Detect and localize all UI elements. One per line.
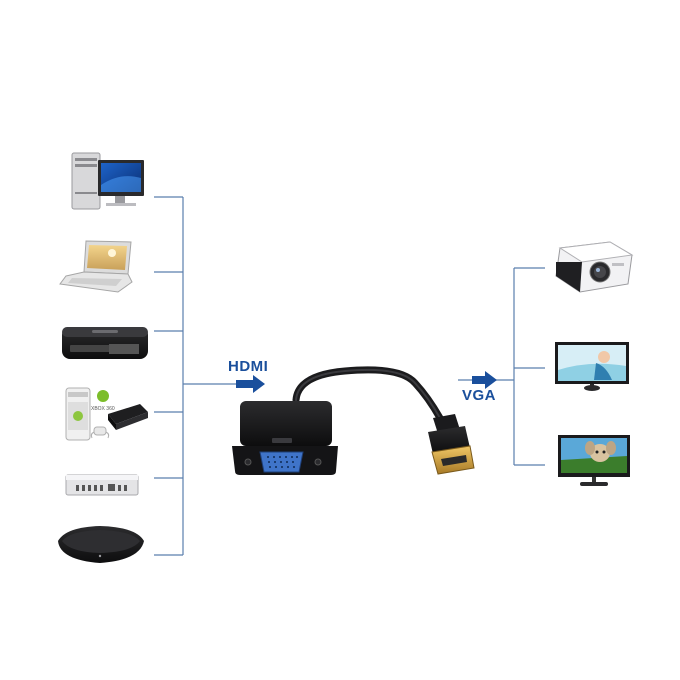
projector-icon xyxy=(555,241,634,293)
mac-mini-icon xyxy=(65,474,139,496)
xbox-360-ps3-console-icon: XBOX 360 xyxy=(65,387,148,441)
hdmi-label: HDMI xyxy=(228,358,269,375)
vga-label: VGA xyxy=(462,387,497,404)
apple-tv-icon xyxy=(62,327,148,359)
vga-arrow-icon xyxy=(472,371,497,389)
xbox-360-text: XBOX 360 xyxy=(91,406,115,412)
desktop-computer-icon xyxy=(71,152,144,210)
hdmi-arrow-icon xyxy=(236,375,265,393)
output-connector-lines xyxy=(458,267,545,466)
hdmi-to-vga-adapter-icon xyxy=(232,366,475,475)
laptop-icon xyxy=(59,240,133,293)
set-top-box-icon xyxy=(58,526,144,563)
lcd-monitor-icon xyxy=(555,342,629,391)
source-connector-lines xyxy=(154,196,262,556)
tv-display-icon xyxy=(558,435,630,486)
